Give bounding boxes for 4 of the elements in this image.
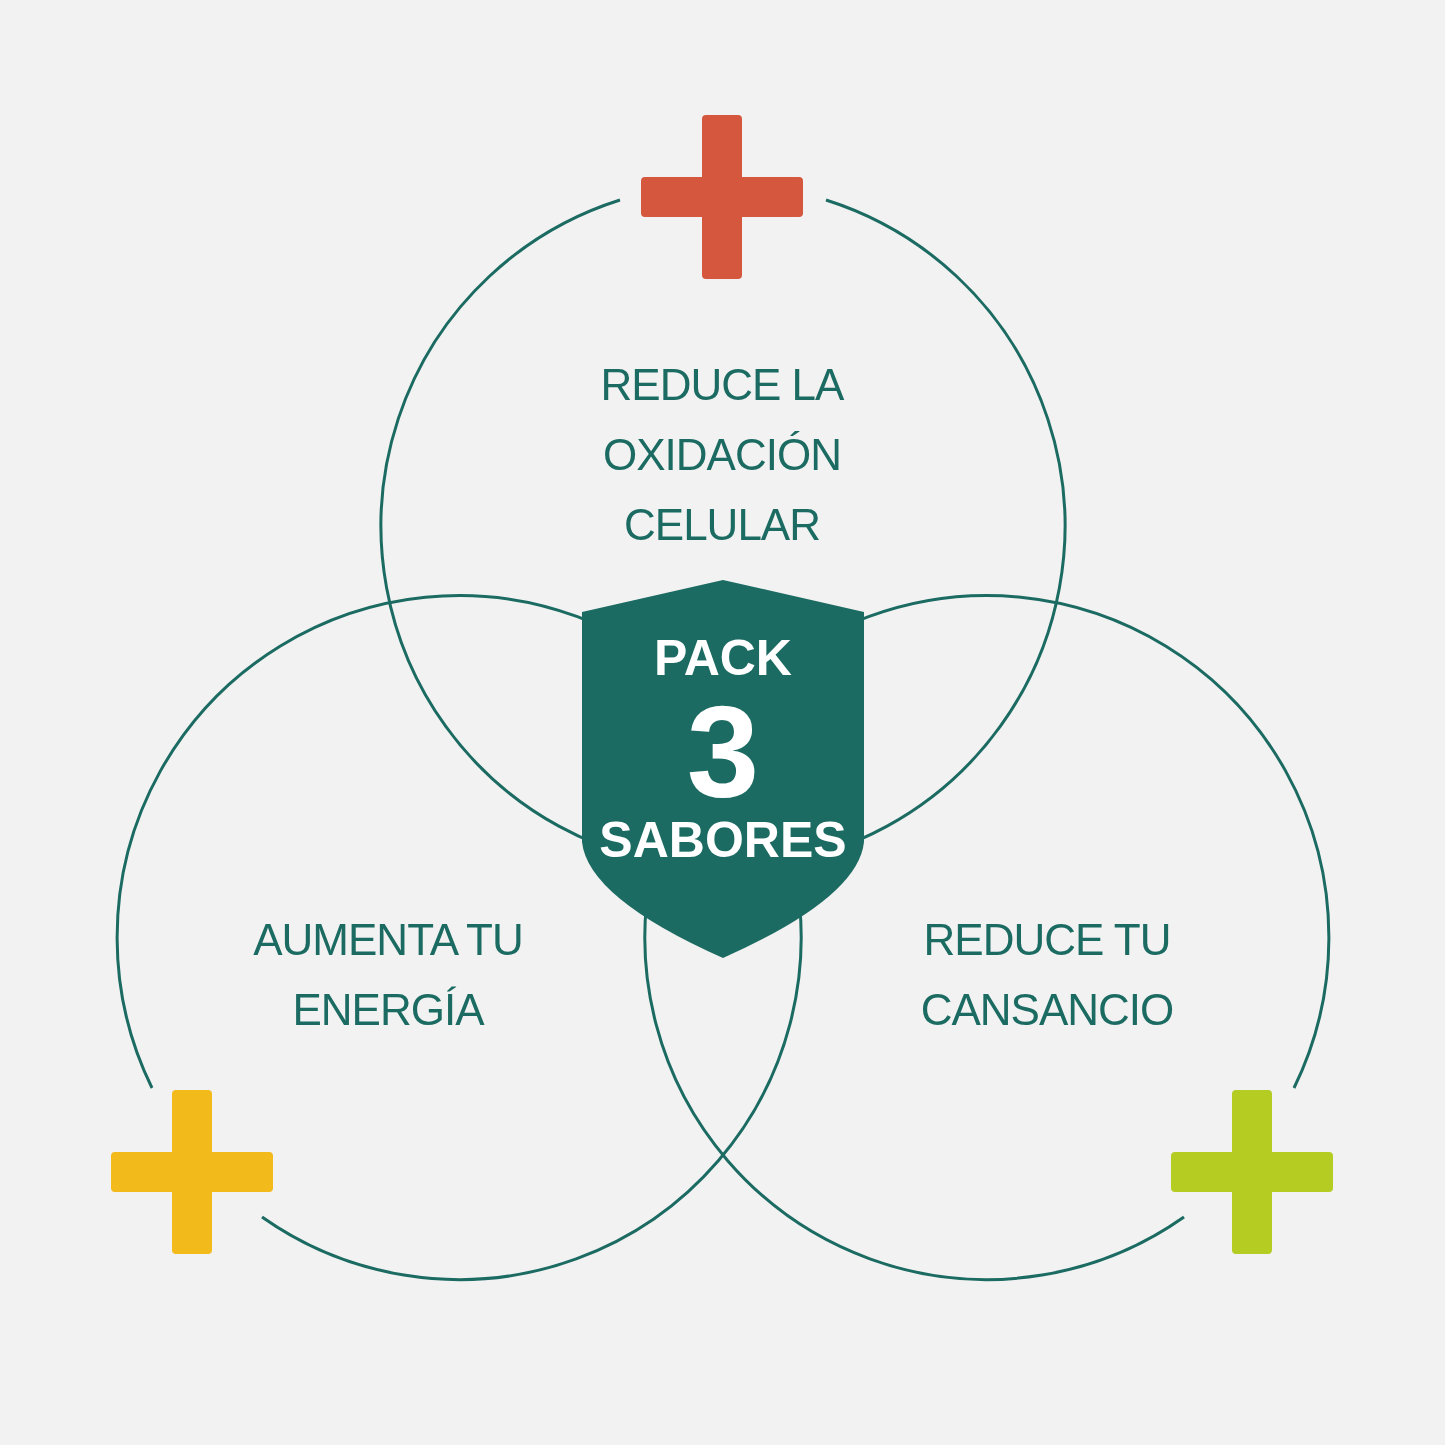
benefit-text: AUMENTA TU ENERGÍA [252, 914, 524, 1036]
benefit-text: REDUCE TU CANSANCIO [919, 914, 1175, 1036]
benefit-text: REDUCE LA OXIDACIÓN CELULAR [599, 359, 845, 551]
badge-text: PACK [653, 630, 793, 686]
